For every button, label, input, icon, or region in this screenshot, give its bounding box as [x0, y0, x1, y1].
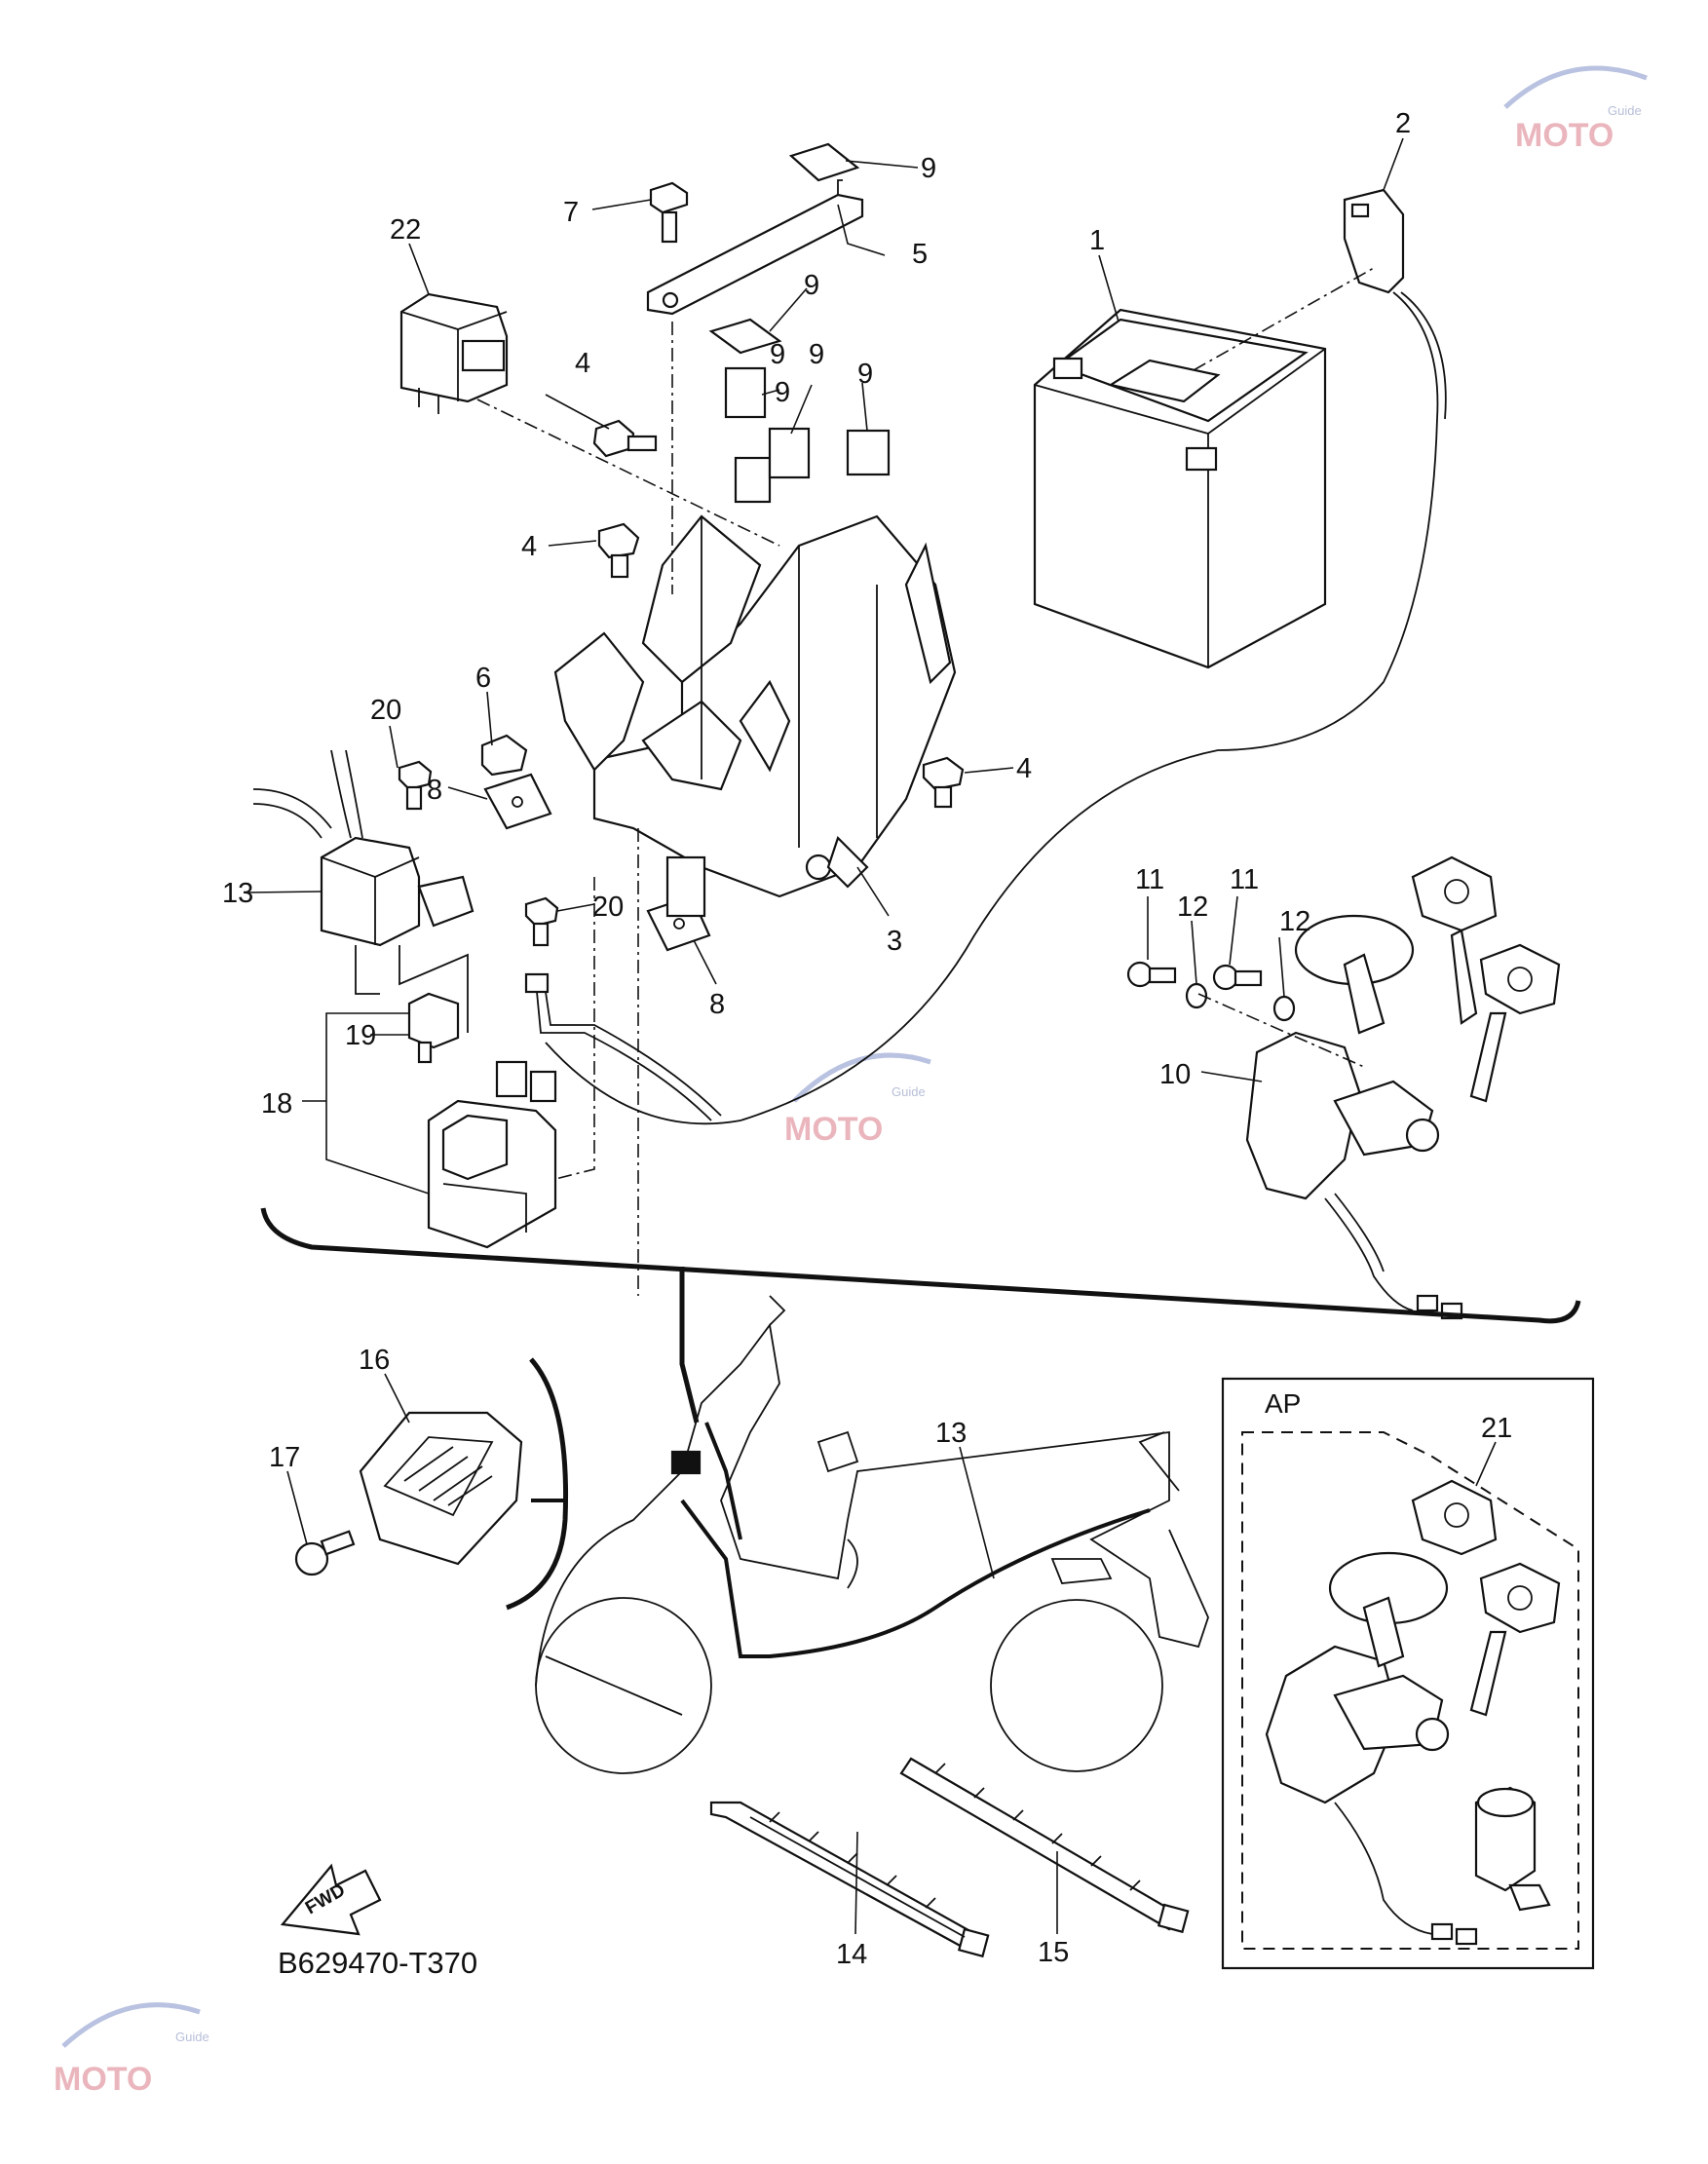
- svg-text:MOTO: MOTO: [1515, 117, 1613, 154]
- battery-box: [553, 514, 957, 1296]
- fuse: [407, 992, 460, 1064]
- battery-terminal-cable: [545, 188, 1447, 1125]
- watermark-bottom-left: MOTO Guide: [54, 2002, 209, 2098]
- bolt-4c: [922, 756, 965, 809]
- callout-8b: 8: [709, 989, 725, 1020]
- callout-10: 10: [1159, 1059, 1191, 1090]
- relay: [399, 292, 780, 547]
- callout-6: 6: [475, 663, 491, 694]
- screw-11a: [1126, 961, 1177, 988]
- callout-2: 2: [1395, 108, 1411, 139]
- leader-lines: [247, 137, 1497, 1935]
- callout-9d: 9: [809, 339, 824, 370]
- cable-tie-14: [709, 1801, 990, 1958]
- callout-8a: 8: [427, 775, 442, 806]
- callout-4b: 4: [521, 531, 537, 562]
- callout-21: 21: [1481, 1413, 1512, 1444]
- bolt-4a: [592, 419, 658, 458]
- callout-7: 7: [563, 197, 579, 228]
- callout-1: 1: [1089, 225, 1105, 256]
- callout-19: 19: [345, 1020, 376, 1051]
- bolt-20a: [398, 760, 433, 811]
- starter-relay: [252, 749, 474, 1033]
- callout-4c: 4: [1016, 753, 1032, 784]
- callout-labels: 1 2 3 4 4 4 5 6 7 8 8 9 9 9 9 9 9 10 11 …: [222, 108, 1512, 1970]
- pad-9-mid: [708, 318, 782, 355]
- battery: [1033, 308, 1327, 669]
- callout-11a: 11: [1135, 864, 1164, 895]
- callout-18: 18: [261, 1088, 292, 1120]
- callout-13b: 13: [935, 1418, 967, 1449]
- svg-text:Guide: Guide: [175, 2030, 209, 2044]
- key-2: [1469, 943, 1561, 1103]
- scooter-silhouette: [535, 1295, 1209, 1774]
- fwd-arrow-icon: FWD: [280, 1863, 382, 1936]
- ap-label: AP: [1265, 1388, 1301, 1419]
- callout-16: 16: [359, 1345, 390, 1376]
- svg-text:Guide: Guide: [1608, 103, 1642, 118]
- callout-22: 22: [390, 214, 421, 246]
- callout-9f: 9: [857, 359, 873, 390]
- callout-4a: 4: [575, 348, 590, 379]
- screw-11b: [1212, 964, 1263, 991]
- ground-lead: [524, 972, 722, 1121]
- callout-9a: 9: [921, 153, 936, 184]
- callout-11b: 11: [1230, 864, 1259, 895]
- bolt-7: [649, 181, 689, 244]
- diagram-code: B629470-T370: [278, 1946, 477, 1980]
- ap-inset: [1221, 1377, 1595, 1970]
- svg-text:MOTO: MOTO: [54, 2061, 152, 2098]
- wiring-harness: [670, 1422, 1151, 1658]
- key-1: [1411, 855, 1498, 1025]
- washer-12b: [1272, 995, 1296, 1022]
- cable-tie-15: [899, 1757, 1190, 1934]
- pads-9-vertical: [665, 366, 891, 918]
- fuse-holder: [427, 877, 595, 1249]
- upper-group-brace: [260, 1207, 1581, 1324]
- callout-17: 17: [269, 1442, 300, 1473]
- pad-9-top: [788, 142, 860, 182]
- pad-8a: [483, 773, 552, 830]
- callout-13a: 13: [222, 878, 253, 909]
- callout-12b: 12: [1279, 906, 1310, 937]
- watermark-middle: MOTO Guide: [784, 1052, 931, 1148]
- rectifier-regulator: [359, 1411, 523, 1566]
- callout-9c: 9: [770, 339, 785, 370]
- switch-alignment-line: [1197, 993, 1365, 1068]
- callout-14: 14: [836, 1939, 867, 1970]
- callout-20b: 20: [592, 892, 624, 923]
- rectifier-brace: [506, 1357, 569, 1611]
- brace-pointer: [679, 1267, 700, 1424]
- callout-5: 5: [912, 239, 928, 270]
- svg-text:MOTO: MOTO: [784, 1111, 883, 1148]
- callout-3: 3: [887, 926, 902, 957]
- bolt-4b: [597, 522, 640, 579]
- main-switch: [1245, 914, 1463, 1320]
- callout-15: 15: [1038, 1937, 1069, 1968]
- bracket: [646, 179, 864, 594]
- nut-6: [480, 734, 528, 777]
- callout-9b: 9: [804, 270, 819, 301]
- svg-text:Guide: Guide: [892, 1084, 926, 1099]
- callout-9e: 9: [775, 377, 790, 408]
- watermark-top-right: MOTO Guide: [1503, 65, 1648, 154]
- callout-12a: 12: [1177, 892, 1208, 923]
- bolt-20b: [524, 896, 559, 947]
- bolt-17: [294, 1530, 356, 1576]
- callout-20a: 20: [370, 695, 401, 726]
